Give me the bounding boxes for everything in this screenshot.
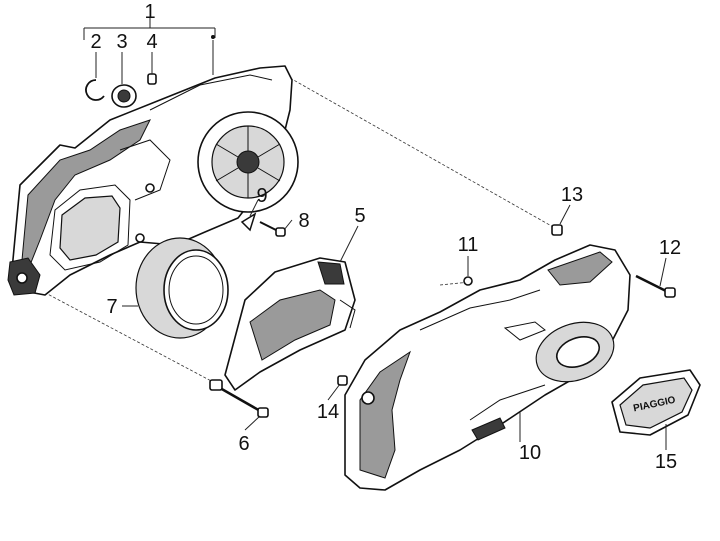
callout-5: 5 — [354, 205, 365, 227]
callout-12: 12 — [659, 237, 681, 259]
drive-belt — [135, 237, 229, 339]
screw-8 — [259, 221, 286, 237]
bolt-6 — [209, 379, 269, 418]
callout-10: 10 — [519, 442, 541, 464]
clip-9 — [240, 212, 257, 232]
callout-3: 3 — [116, 31, 127, 53]
callout-numbers: 1 2 3 4 5 6 7 8 9 10 11 12 13 14 15 — [90, 1, 681, 473]
circlip — [85, 79, 105, 101]
callout-1: 1 — [144, 1, 155, 23]
nut-11 — [463, 276, 473, 286]
pin-13 — [551, 224, 563, 236]
bearing — [111, 84, 137, 108]
callout-2: 2 — [90, 31, 101, 53]
callout-8: 8 — [298, 210, 309, 232]
leader-lines — [83, 18, 667, 450]
callout-9: 9 — [256, 185, 267, 207]
bolt-12 — [635, 274, 676, 298]
screw-14 — [337, 375, 348, 386]
callout-6: 6 — [238, 433, 249, 455]
callout-11: 11 — [458, 234, 479, 256]
callout-14: 14 — [317, 401, 339, 423]
outer-transmission-cover — [344, 244, 631, 491]
inner-cover-plate — [224, 257, 356, 391]
inner-transmission-cover — [7, 65, 299, 296]
callout-15: 15 — [655, 451, 677, 473]
emblem-badge: PIAGGIO — [611, 369, 701, 436]
callout-13: 13 — [561, 184, 583, 206]
callout-7: 7 — [106, 296, 117, 318]
callout-4: 4 — [146, 31, 157, 53]
dowel-pin — [147, 73, 157, 85]
